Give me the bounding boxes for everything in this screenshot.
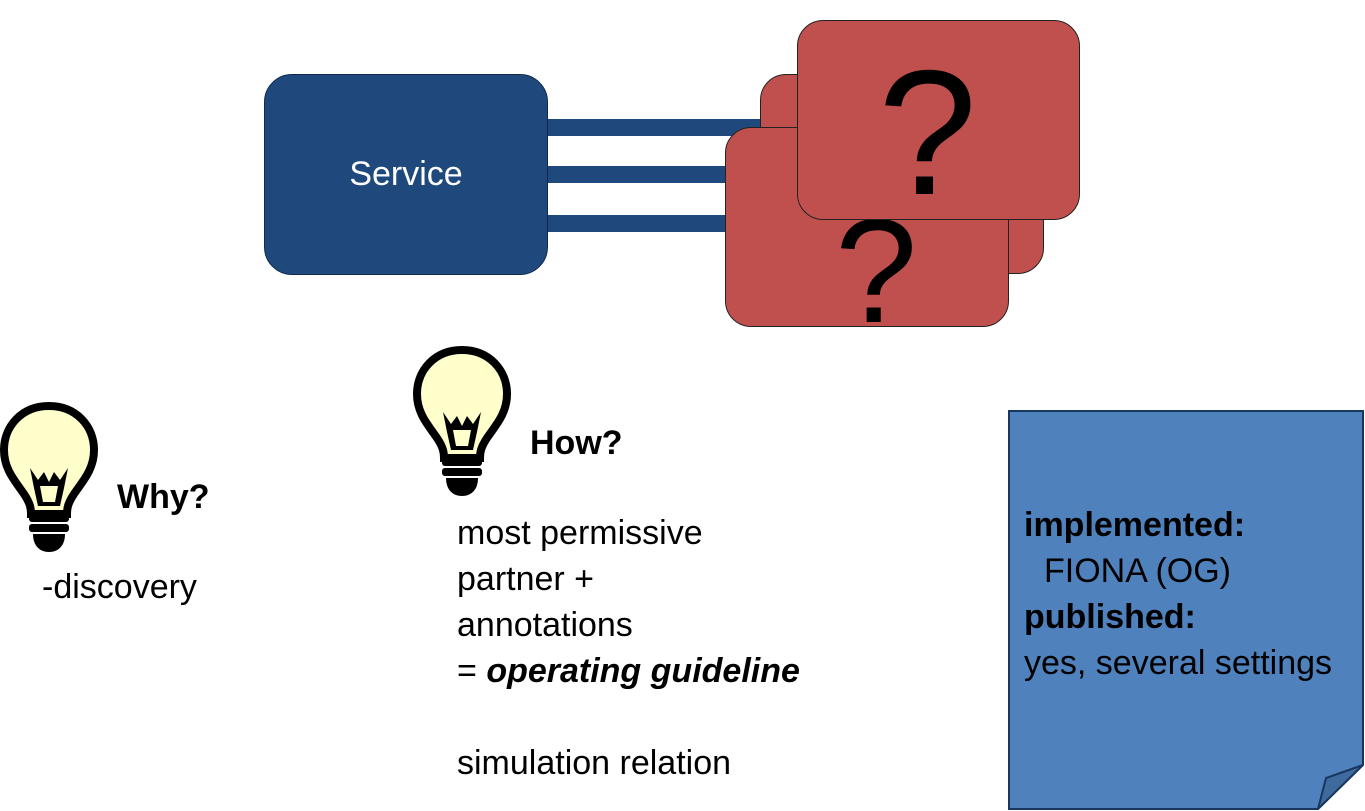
- how-line-simulation-relation: simulation relation: [457, 744, 732, 782]
- how-line-operating-guideline: = operating guideline: [457, 648, 800, 694]
- blank-line: [457, 694, 800, 740]
- published-label: published:: [1024, 598, 1196, 636]
- service-box: Service: [264, 74, 548, 275]
- equals-prefix: =: [457, 652, 487, 690]
- partner-question-mark-middle: ?: [835, 189, 918, 354]
- interface-connector-bottom: [548, 215, 763, 232]
- interface-connector-middle: [548, 166, 763, 183]
- interface-connector-top: [548, 119, 763, 136]
- service-label: Service: [349, 155, 463, 193]
- how-line-most-permissive: most permissive: [457, 514, 703, 552]
- partner-question-mark-front: ?: [878, 33, 977, 232]
- how-heading: How?: [530, 424, 623, 462]
- how-line-annotations: annotations: [457, 606, 633, 644]
- how-description: most permissive partner + annotations = …: [457, 510, 800, 786]
- implemented-label: implemented:: [1024, 506, 1246, 544]
- lightbulb-icon: [0, 402, 98, 552]
- why-item-discovery: -discovery: [42, 568, 197, 606]
- published-value: yes, several settings: [1024, 644, 1333, 682]
- how-line-partner: partner +: [457, 560, 595, 598]
- lightbulb-icon: [413, 346, 511, 496]
- operating-guideline-emphasis: operating guideline: [486, 652, 800, 690]
- partner-card-front: [797, 20, 1080, 220]
- note-text: implemented: FIONA (OG) published: yes, …: [1024, 502, 1332, 686]
- implemented-value: FIONA (OG): [1044, 552, 1231, 590]
- note-shape: [1008, 410, 1364, 810]
- why-heading: Why?: [117, 478, 210, 516]
